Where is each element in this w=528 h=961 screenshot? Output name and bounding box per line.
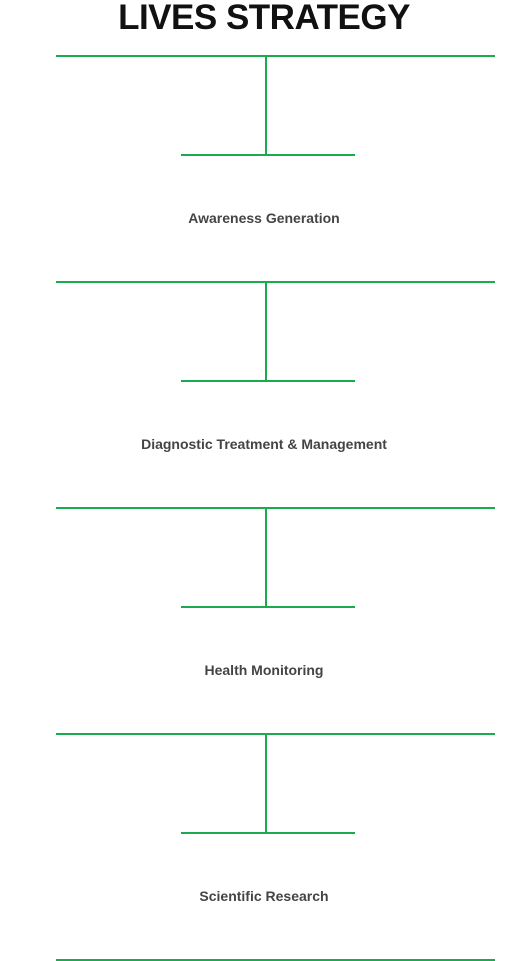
connector-top-bar-4 [56, 733, 495, 735]
stage-label-scientific-research: Scientific Research [199, 888, 329, 904]
connector-top-bar-2 [56, 281, 495, 283]
connector-stem-3 [265, 509, 267, 608]
connector-base-2 [181, 380, 355, 382]
connector-base-3 [181, 606, 355, 608]
connector-base-1 [181, 154, 355, 156]
connector-top-bar-3 [56, 507, 495, 509]
connector-top-bar-1 [56, 55, 495, 57]
connector-stem-2 [265, 283, 267, 382]
stage-label-awareness: Awareness Generation [188, 210, 340, 226]
connector-stem-4 [265, 735, 267, 834]
stage-label-health-monitoring: Health Monitoring [204, 662, 324, 678]
connector-bottom-bar [56, 959, 495, 961]
connector-base-4 [181, 832, 355, 834]
stage-label-diagnostic: Diagnostic Treatment & Management [141, 436, 387, 452]
diagram-title: LIVES STRATEGY [118, 0, 410, 37]
connector-stem-1 [265, 57, 267, 156]
